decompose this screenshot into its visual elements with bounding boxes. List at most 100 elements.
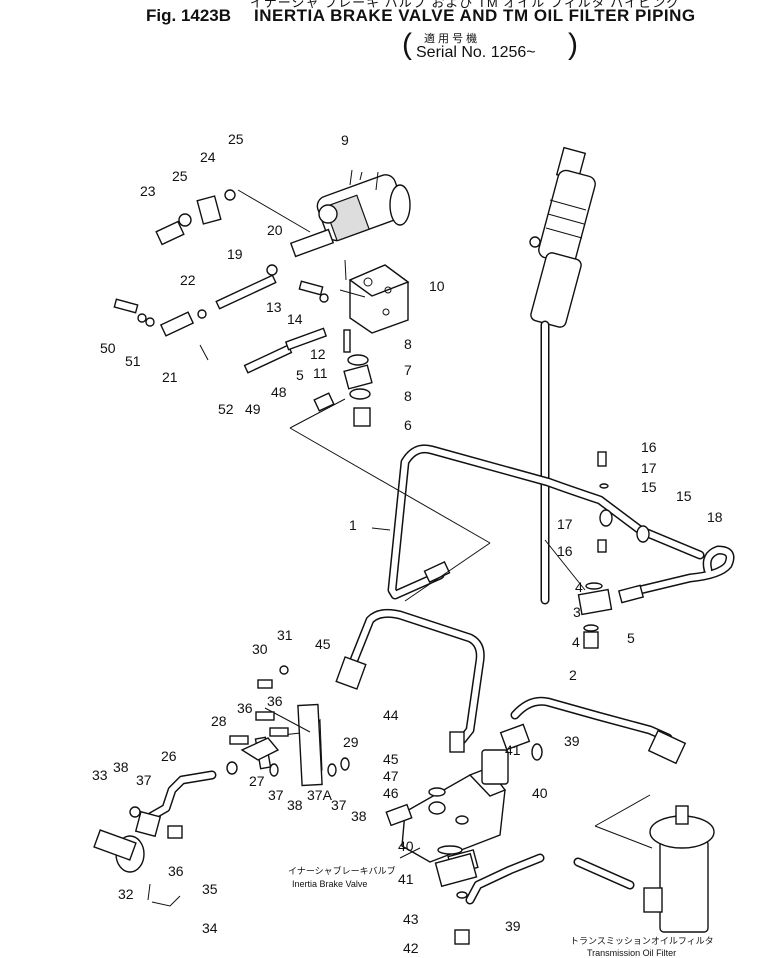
- callout-31: 31: [277, 627, 293, 643]
- callout-40a: 40: [532, 785, 548, 801]
- hose-45: [335, 608, 485, 753]
- callout-32: 32: [118, 886, 134, 902]
- callout-46: 46: [383, 785, 399, 801]
- callout-41b: 41: [398, 871, 414, 887]
- callout-26: 26: [161, 748, 177, 764]
- linkage-lower-left: [93, 665, 350, 907]
- callout-37a: 37: [136, 772, 152, 788]
- callouts: 1 2 3 4 4 5 5 6 7 8 8 9 10 11 12 13 14 1…: [92, 131, 723, 956]
- callout-17a: 17: [641, 460, 657, 476]
- callout-18: 18: [707, 509, 723, 525]
- callout-42: 42: [403, 940, 419, 956]
- inertia-brake-valve-caption: Inertia Brake Valve: [292, 879, 367, 889]
- callout-5a: 5: [296, 367, 304, 383]
- serial-number: Serial No. 1256~: [416, 44, 536, 61]
- brake-cylinder-assembly: [529, 146, 596, 328]
- callout-7: 7: [404, 362, 412, 378]
- callout-28: 28: [211, 713, 227, 729]
- callout-19: 19: [227, 246, 243, 262]
- callout-38b: 38: [287, 797, 303, 813]
- callout-16b: 16: [557, 543, 573, 559]
- callout-25a: 25: [172, 168, 188, 184]
- callout-8a: 8: [404, 336, 412, 352]
- callout-13: 13: [266, 299, 282, 315]
- callout-17b: 17: [557, 516, 573, 532]
- callout-38c: 38: [351, 808, 367, 824]
- serial-label-japanese: 適 用 号 機: [424, 33, 478, 45]
- callout-37c: 37: [331, 797, 347, 813]
- callout-11: 11: [313, 365, 328, 381]
- figure-number: Fig. 1423B: [146, 6, 232, 25]
- callout-35: 35: [202, 881, 218, 897]
- callout-33: 33: [92, 767, 108, 783]
- callout-50: 50: [100, 340, 116, 356]
- leader-lines: [147, 189, 653, 901]
- callout-34: 34: [202, 920, 218, 936]
- callout-1: 1: [349, 517, 357, 533]
- clamps-15-17: [597, 451, 650, 553]
- mounting-block-10: [339, 259, 410, 334]
- callout-24: 24: [200, 149, 216, 165]
- right-paren: ): [568, 28, 578, 61]
- callout-12: 12: [310, 346, 326, 362]
- callout-23: 23: [140, 183, 156, 199]
- callout-29: 29: [343, 734, 359, 750]
- callout-15b: 15: [676, 488, 692, 504]
- callout-22: 22: [180, 272, 196, 288]
- fitting-3: [577, 582, 613, 649]
- inertia-brake-valve-caption-jp: イナーシャブレーキバルブ: [288, 865, 396, 876]
- small-parts-upper-left: [113, 189, 373, 427]
- figure-header: イナーシャ ブレーキ バルブ および TM オイル フィルタ パイピング Fig…: [0, 0, 776, 70]
- callout-36b: 36: [237, 700, 253, 716]
- callout-25b: 25: [228, 131, 244, 147]
- callout-39b: 39: [505, 918, 521, 934]
- pipe-18: [617, 545, 735, 604]
- callout-6: 6: [404, 417, 412, 433]
- callout-8b: 8: [404, 388, 412, 404]
- callout-4a: 4: [575, 579, 583, 595]
- callout-14: 14: [287, 311, 303, 327]
- callout-37b: 37: [268, 787, 284, 803]
- callout-51: 51: [125, 353, 141, 369]
- transmission-oil-filter-caption-jp: トランスミッションオイルフィルタ: [570, 936, 714, 946]
- figure-title-japanese: イナーシャ ブレーキ バルブ および TM オイル フィルタ パイピング: [250, 0, 681, 10]
- valve-cylinder-9: [289, 169, 411, 258]
- callout-52: 52: [218, 401, 234, 417]
- callout-20: 20: [267, 222, 283, 238]
- callout-4b: 4: [572, 634, 580, 650]
- callout-48: 48: [271, 384, 287, 400]
- callout-36c: 36: [267, 693, 283, 709]
- figure-title: INERTIA BRAKE VALVE AND TM OIL FILTER PI…: [254, 6, 696, 25]
- left-paren: (: [402, 28, 412, 61]
- hose-39-lower: [447, 849, 635, 945]
- captions: イナーシャブレーキバルブ Inertia Brake Valve トランスミッシ…: [288, 865, 714, 958]
- callout-10: 10: [429, 278, 445, 294]
- callout-5b: 5: [627, 630, 635, 646]
- callout-47: 47: [383, 768, 399, 784]
- pipe-1: [387, 320, 705, 605]
- callout-16a: 16: [641, 439, 657, 455]
- callout-49: 49: [245, 401, 261, 417]
- callout-43: 43: [403, 911, 419, 927]
- inertia-brake-valve-body: [385, 749, 509, 888]
- callout-30: 30: [252, 641, 268, 657]
- callout-41a: 41: [505, 742, 521, 758]
- callout-36a: 36: [168, 863, 184, 879]
- callout-45a: 45: [315, 636, 331, 652]
- callout-45b: 45: [383, 751, 399, 767]
- callout-9: 9: [341, 132, 349, 148]
- callout-2: 2: [569, 667, 577, 683]
- callout-40b: 40: [398, 838, 414, 854]
- oil-filter: [643, 805, 715, 933]
- callout-39a: 39: [564, 733, 580, 749]
- callout-3: 3: [573, 604, 581, 620]
- callout-15a: 15: [641, 479, 657, 495]
- callout-27: 27: [249, 773, 265, 789]
- callout-38a: 38: [113, 759, 129, 775]
- callout-37A: 37A: [307, 787, 333, 803]
- callout-21: 21: [162, 369, 178, 385]
- transmission-oil-filter-caption: Transmission Oil Filter: [587, 948, 676, 958]
- hose-39-upper: [499, 696, 687, 765]
- callout-44: 44: [383, 707, 399, 723]
